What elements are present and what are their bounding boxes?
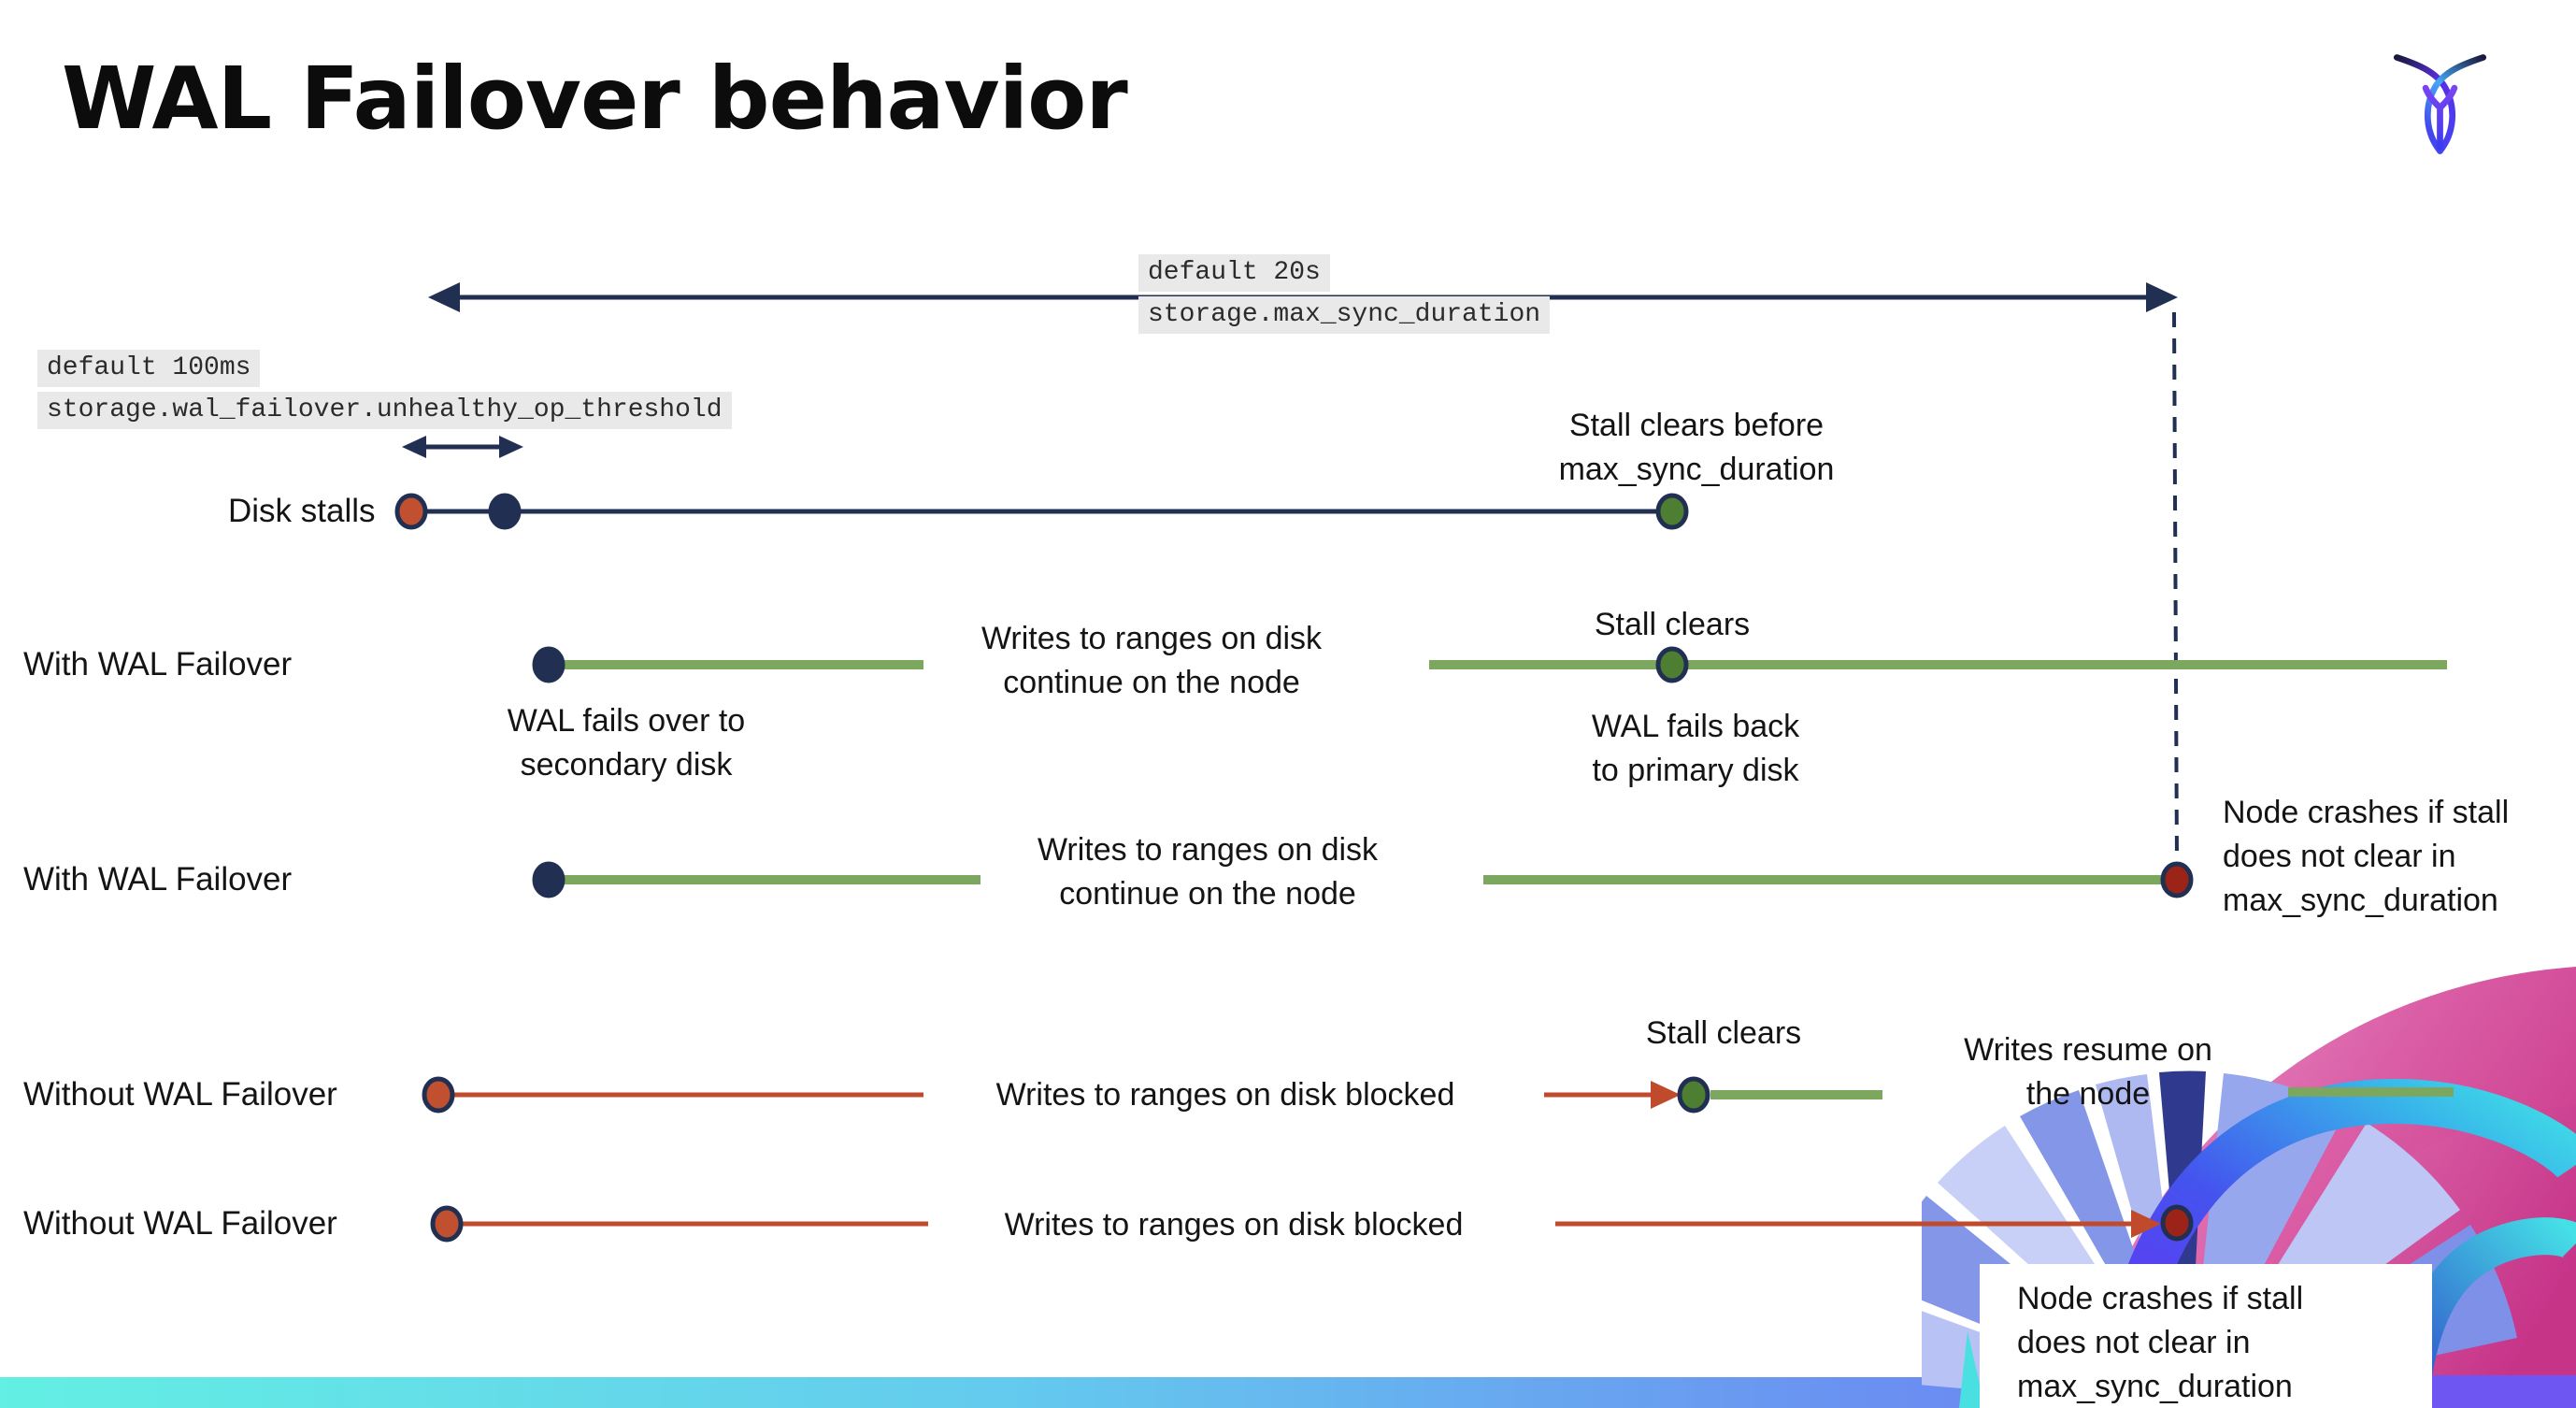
row-label-without-wal-failover-1: Without WAL Failover [23, 1076, 337, 1113]
max-sync-duration-label: default 20s storage.max_sync_duration [1138, 254, 1551, 334]
note-stall-clears-before: Stall clears before max_sync_duration [1558, 408, 1835, 487]
row-label-with-wal-failover-2: With WAL Failover [23, 861, 293, 898]
threshold-dot [488, 493, 522, 530]
arrow-right-head-icon [2146, 282, 2178, 312]
unhealthy-op-default-value: default 100ms [37, 350, 261, 387]
page-title: WAL Failover behavior [62, 49, 1128, 149]
note-writes-blocked-1: Writes to ranges on disk blocked [995, 1077, 1455, 1113]
stall-clears-dot [1655, 493, 1689, 530]
note-node-crashes-2: Node crashes if stall does not clear in … [2017, 1281, 2304, 1404]
max-sync-deadline-dashed-line [2172, 311, 2179, 861]
note-stall-clears-1: Stall clears [1594, 607, 1751, 642]
row-label-without-wal-failover-2: Without WAL Failover [23, 1205, 337, 1242]
arrow-left-head-icon [428, 282, 460, 312]
small-arrow-left-head-icon [402, 436, 426, 458]
node-crash-dot [2160, 861, 2194, 898]
red-arrow-head-icon [1651, 1081, 1681, 1109]
note-writes-continue-2: Writes to ranges on disk continue on the… [1037, 832, 1379, 912]
node-crash-dot [2160, 1204, 2194, 1242]
cockroachdb-logo-icon [2393, 54, 2487, 154]
stall-start-dot [394, 493, 428, 530]
note-wal-fails-back: WAL fails back to primary disk [1591, 709, 1800, 788]
failover-dot [532, 861, 565, 898]
stall-clears-dot [1655, 646, 1689, 683]
unhealthy-op-setting-name: storage.wal_failover.unhealthy_op_thresh… [37, 392, 732, 429]
red-arrow-head-icon [2131, 1210, 2161, 1238]
note-writes-continue-1: Writes to ranges on disk continue on the… [980, 621, 1323, 700]
failover-dot [532, 646, 565, 683]
row-label-disk-stalls: Disk stalls [228, 493, 376, 529]
row-label-with-wal-failover-1: With WAL Failover [23, 646, 293, 682]
small-arrow-right-head-icon [499, 436, 523, 458]
node-crashes-callout-box: Node crashes if stall does not clear in … [1980, 1264, 2432, 1408]
stall-start-dot [430, 1205, 464, 1243]
max-sync-default-value: default 20s [1138, 254, 1330, 292]
note-stall-clears-2: Stall clears [1645, 1015, 1802, 1051]
cockroachdb-logo [2382, 45, 2498, 162]
note-writes-resume: Writes resume on the node [1964, 1032, 2212, 1112]
note-writes-blocked-2: Writes to ranges on disk blocked [1004, 1207, 1464, 1243]
note-wal-fails-over: WAL fails over to secondary disk [507, 703, 746, 783]
note-node-crashes-1: Node crashes if stall does not clear in … [2223, 795, 2510, 918]
stall-start-dot [422, 1076, 455, 1113]
max-sync-setting-name: storage.max_sync_duration [1138, 296, 1551, 334]
unhealthy-op-threshold-label: default 100ms storage.wal_failover.unhea… [37, 350, 732, 429]
stall-clears-dot [1677, 1076, 1710, 1113]
